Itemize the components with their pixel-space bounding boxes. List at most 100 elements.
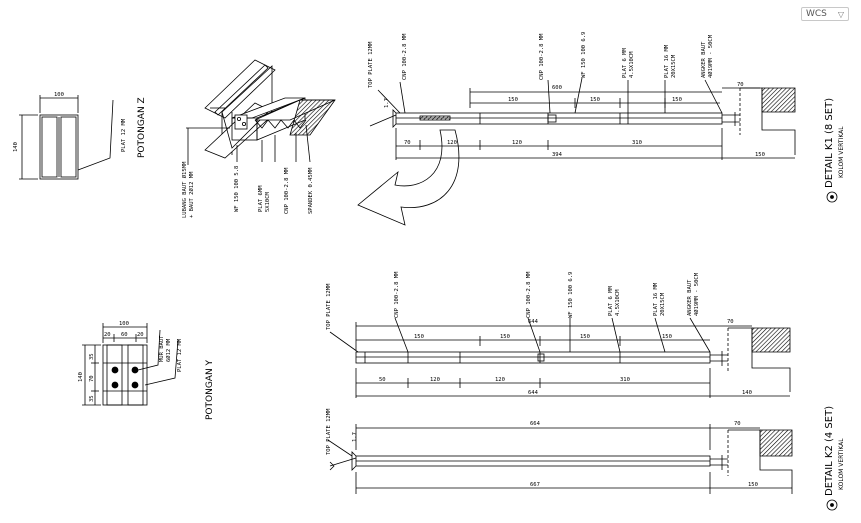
k2-dim-top: 664 — [530, 421, 541, 427]
k1b-label-plat16: PLAT 16 MM — [653, 282, 659, 316]
bolt-2 — [131, 366, 139, 374]
k1-label-plat6: PLAT 6 MM — [622, 48, 628, 78]
k1b-dim-bot-b: 120 — [430, 377, 440, 383]
k1-label-angkur-size: 4Ø19MM - 50CM — [707, 34, 714, 78]
k1-dim-right: 70 — [737, 82, 744, 88]
k1-dim-bot-a: 70 — [404, 140, 411, 146]
k2-dim-bot: 667 — [530, 482, 540, 488]
k1-subtitle: KOLOM VERTIKAL — [838, 126, 845, 178]
k1b-dim-bot-right: 140 — [742, 390, 752, 396]
dim-left-y: 140 — [78, 372, 84, 382]
k1b-label-cnp2: CNP 100-2.8 MM — [526, 271, 532, 318]
label-mur-size: 6Ø12 MM — [165, 338, 172, 362]
k2-title: DETAIL K2 (4 SET) — [824, 406, 835, 496]
k1-dim-top-a: 150 — [508, 97, 518, 103]
label-plat-size-iso: 5X10CM — [265, 191, 271, 212]
k1-label-cnp: CNP 100-2.8 MM — [402, 33, 408, 80]
k1-column — [395, 112, 723, 125]
k1b-dim-top-d: 150 — [662, 334, 672, 340]
dim-left-part-2: 70 — [89, 375, 95, 382]
k1-dim-bot-d: 310 — [632, 140, 642, 146]
k1b-dim-top-total: 644 — [528, 319, 539, 325]
label-spandek: SPANDEK 0.45MM — [308, 167, 314, 214]
k1-dim-bot-right: 150 — [755, 152, 765, 158]
k2-dim-left: 1.7 — [352, 432, 358, 442]
label-plat-iso: PLAT 6MM — [258, 185, 264, 212]
plate-section-y — [102, 344, 148, 406]
k1-dim-left: 1.7 — [384, 98, 390, 108]
wcs-label: WCS — [806, 9, 827, 19]
bolt-1 — [111, 366, 119, 374]
k1-dim-bot-c: 120 — [512, 140, 522, 146]
dim-top-part-3: 20 — [137, 332, 144, 338]
k1b-label-wf: WF 150 100 6.9 — [568, 272, 574, 318]
k1b-label-top-plate: TOP PLATE 12MM — [326, 283, 332, 330]
k2-subtitle: KOLOM VERTIKAL — [838, 438, 845, 490]
section-potongan-y: 100 20 60 20 140 35 70 35 MUR BAUT 6Ø12 … — [78, 321, 215, 420]
k1-dim-top-c: 150 — [672, 97, 682, 103]
k1-label-plat16: PLAT 16 MM — [664, 44, 670, 78]
k1-label-top-plate: TOP PLATE 12MM — [368, 41, 374, 88]
k2-label-top-plate: TOP PLATE 12MM — [326, 408, 332, 455]
title-potongan-z: POTONGAN Z — [137, 97, 147, 158]
label-mur-baut: MUR BAUT — [159, 335, 165, 362]
k1b-column — [355, 351, 711, 364]
plate-section-z — [39, 114, 79, 180]
chevron-down-icon: ▽ — [837, 9, 844, 19]
plate-inner-right — [60, 116, 77, 178]
k1-label-plat6-size: 4.5X10CM — [629, 51, 635, 78]
k1-title-marker — [826, 191, 838, 203]
detail-k1: 1.7 600 150 150 150 70 70 120 120 310 39… — [368, 32, 845, 203]
k1b-dim-right: 70 — [727, 319, 734, 325]
k1b-label-plat6: PLAT 6 MM — [608, 286, 614, 316]
wcs-dropdown[interactable]: WCS ▽ — [801, 7, 849, 21]
k1-label-plat16-size: 20X15CM — [671, 54, 677, 78]
plate-label-z: PLAT 12 MM — [121, 118, 127, 152]
k1b-dim-top-b: 150 — [500, 334, 510, 340]
k2-title-marker — [826, 499, 838, 511]
label-plate-y: PLAT 12 MM — [177, 338, 183, 372]
k1b-dim-top-c: 150 — [580, 334, 590, 340]
curved-arrow — [357, 129, 460, 226]
k1b-dim-bot-c: 120 — [495, 377, 505, 383]
dim-height-z: 140 — [13, 142, 19, 152]
k1b-dim-bot-total: 644 — [528, 390, 539, 396]
k1b-label-plat6-size: 4.5X10CM — [615, 289, 621, 316]
k1-dim-bot-total: 394 — [552, 152, 563, 158]
detail-k2: 664 70 667 150 1.7 TOP PLATE 12MM DETAIL… — [326, 406, 845, 511]
label-wf-iso: WF 150 100 5.8 — [234, 166, 240, 212]
k1b-label-angkur: ANGKER BAUT — [687, 279, 693, 316]
k1b-dim-bot-d: 310 — [620, 377, 630, 383]
dim-left-part-1: 35 — [89, 353, 95, 360]
k1b-dim-bot-a: 50 — [379, 377, 386, 383]
bolt-4 — [131, 381, 139, 389]
label-lubang-baut: LUBANG BAUT Ø15MM — [181, 161, 188, 218]
label-baut: + BAUT 2Ø12 MM — [188, 171, 195, 218]
dim-top-part-2: 60 — [121, 332, 128, 338]
k2-dim-bot-right: 150 — [748, 482, 758, 488]
dim-top-part-1: 20 — [104, 332, 111, 338]
dim-width-z: 100 — [54, 92, 64, 98]
section-potongan-z: 100 140 PLAT 12 MM POTONGAN Z — [13, 92, 147, 180]
k1-title: DETAIL K1 (8 SET) — [824, 98, 835, 188]
k1-dim-top-b: 150 — [590, 97, 600, 103]
plate-inner-left — [41, 116, 58, 178]
label-cnp-iso: CNP 100-2.8 MM — [284, 167, 290, 214]
k1b-label-cnp: CNP 100-2.8 MM — [394, 271, 400, 318]
bolt-3 — [111, 381, 119, 389]
k1b-dim-top-a: 150 — [414, 334, 424, 340]
k1-label-cnp2: CNP 100-2.8 MM — [539, 33, 545, 80]
k1b-label-angkur-size: 4Ø19MM - 50CM — [693, 272, 700, 316]
k2-dim-right: 70 — [734, 421, 741, 427]
dim-left-part-3: 35 — [89, 395, 95, 402]
k1b-label-plat16-size: 20X15CM — [660, 292, 666, 316]
detail-k1-b: 644 150 150 150 150 70 50 120 120 310 64… — [326, 271, 791, 398]
k1-label-angkur: ANGKER BAUT — [701, 41, 707, 78]
title-potongan-y: POTONGAN Y — [205, 359, 215, 420]
isometric-joint: LUBANG BAUT Ø15MM + BAUT 2Ø12 MM WF 150 … — [181, 59, 336, 218]
k1-dim-bot-b: 120 — [447, 140, 457, 146]
dim-top-y: 100 — [119, 321, 129, 327]
k1-dim-top-total: 600 — [552, 85, 562, 91]
k1-label-wf: WF 150 100 6.9 — [581, 32, 587, 78]
